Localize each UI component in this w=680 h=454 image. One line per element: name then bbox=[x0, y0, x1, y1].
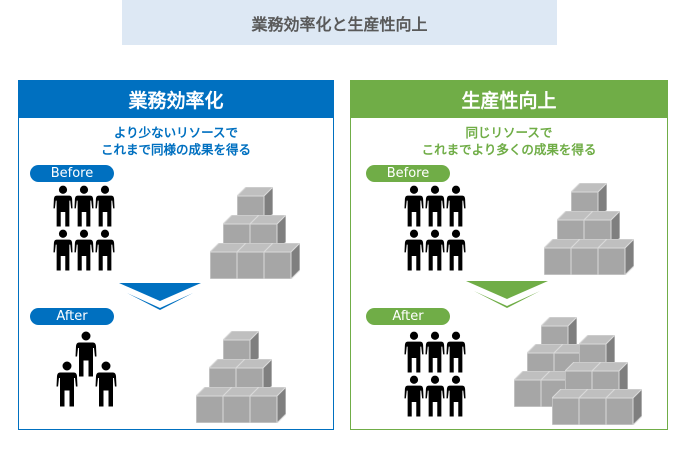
page-title: 業務効率化と生産性向上 bbox=[122, 0, 557, 45]
subtitle-line-1: 同じリソースで bbox=[465, 125, 553, 140]
productivity-heading: 生産性向上 bbox=[351, 81, 667, 118]
subtitle-line-2: これまで同様の成果を得る bbox=[100, 142, 251, 157]
efficiency-heading: 業務効率化 bbox=[19, 81, 333, 118]
before-label: Before bbox=[366, 165, 450, 182]
before-cubes-icon bbox=[544, 183, 634, 275]
before-people-icon bbox=[403, 184, 467, 272]
after-people-icon bbox=[55, 330, 118, 408]
after-label: After bbox=[366, 308, 450, 325]
after-label: After bbox=[30, 308, 114, 325]
before-label: Before bbox=[30, 165, 114, 182]
efficiency-subtitle: より少ないリソースで これまで同様の成果を得る bbox=[19, 124, 333, 158]
before-people-icon bbox=[52, 184, 116, 272]
efficiency-illustration bbox=[52, 184, 300, 423]
productivity-illustration bbox=[403, 183, 642, 425]
productivity-subtitle: 同じリソースで これまでより多くの成果を得る bbox=[351, 124, 667, 158]
subtitle-line-2: これまでより多くの成果を得る bbox=[421, 142, 597, 157]
before-cubes-icon bbox=[210, 187, 300, 279]
after-people-icon bbox=[403, 330, 467, 418]
down-chevron-icon bbox=[466, 281, 548, 308]
after-cubes-icon bbox=[196, 331, 286, 423]
subtitle-line-1: より少ないリソースで bbox=[113, 125, 239, 140]
productivity-panel: 生産性向上 同じリソースで これまでより多くの成果を得る Before Afte… bbox=[350, 80, 668, 430]
efficiency-panel: 業務効率化 より少ないリソースで これまで同様の成果を得る Before Aft… bbox=[18, 80, 334, 430]
down-chevron-icon bbox=[119, 283, 201, 310]
